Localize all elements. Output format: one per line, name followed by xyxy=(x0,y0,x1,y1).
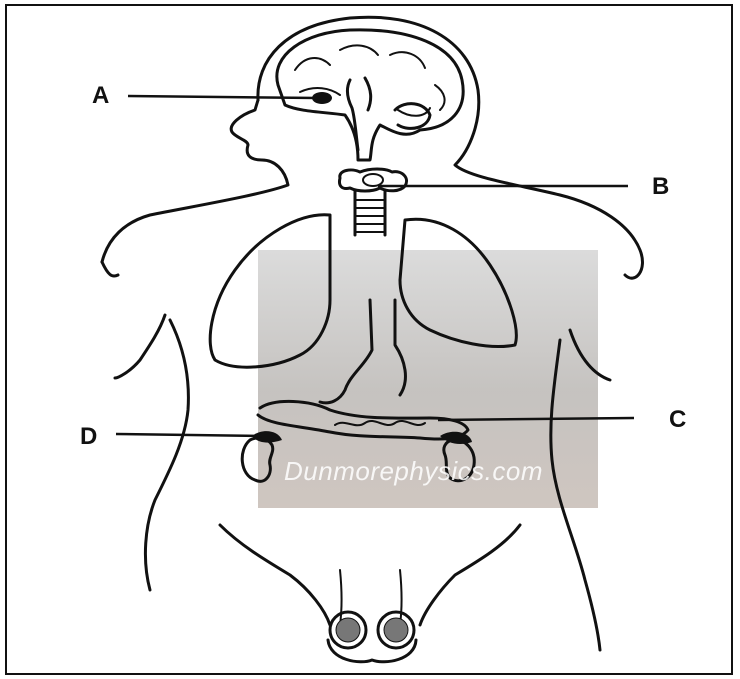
pelvis-right xyxy=(420,525,520,625)
stomach xyxy=(320,300,405,403)
pancreas-pattern xyxy=(335,421,425,425)
thyroid xyxy=(339,169,406,191)
left-lung xyxy=(210,215,330,367)
left-torso xyxy=(115,315,188,590)
leader-line-a xyxy=(128,96,318,98)
left-testis-fill xyxy=(336,618,360,642)
right-testis-fill xyxy=(384,618,408,642)
label-a: A xyxy=(92,84,109,108)
leader-line-c xyxy=(438,418,634,420)
leader-line-d xyxy=(116,434,262,436)
pancreas-outline xyxy=(258,401,468,439)
label-c: C xyxy=(669,408,686,432)
left-kidney xyxy=(242,438,273,481)
left-arm-outline xyxy=(102,262,118,276)
right-torso xyxy=(551,330,610,650)
label-d: D xyxy=(80,425,97,449)
scrotum xyxy=(328,640,416,662)
brain-stem xyxy=(347,78,370,150)
adrenal-right xyxy=(440,432,472,444)
label-b: B xyxy=(652,175,669,199)
pelvis xyxy=(220,525,330,625)
thyroid-center xyxy=(363,174,383,186)
trachea-rings xyxy=(356,200,384,232)
watermark-text: Dunmorephysics.com xyxy=(284,456,543,487)
face-outline xyxy=(102,100,288,262)
leg-lines xyxy=(340,570,402,625)
right-lung xyxy=(400,219,516,346)
trachea xyxy=(355,190,385,235)
